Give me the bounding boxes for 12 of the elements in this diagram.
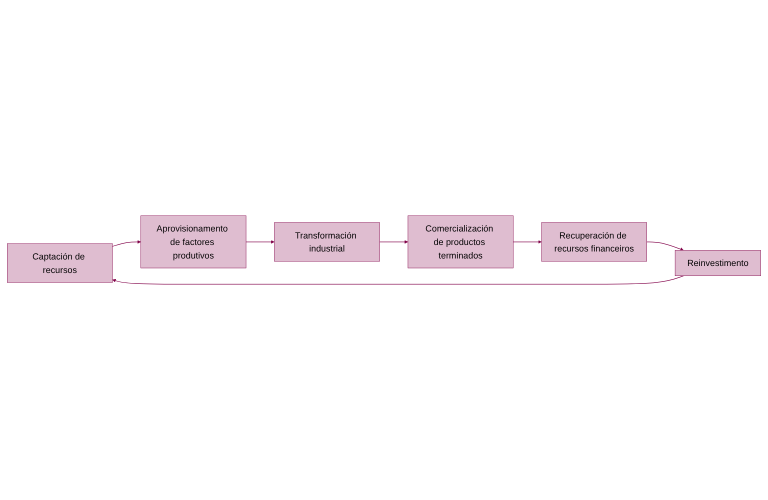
node-box: Reinvestimento [674, 250, 761, 276]
node-box: Comercialización de productos terminados [408, 216, 514, 268]
arrow [512, 240, 542, 244]
node-box: Recuperación de recursos financeiros [541, 222, 647, 262]
arrow [379, 240, 408, 244]
arrow [646, 242, 684, 251]
arrow [112, 276, 684, 284]
arrow [112, 240, 141, 247]
node-box: Aprovisionamento de factores produtivos [140, 216, 246, 268]
node-box: Captación de recursos [7, 243, 113, 283]
arrow [246, 240, 275, 244]
node-box: Transformación industrial [274, 222, 380, 262]
